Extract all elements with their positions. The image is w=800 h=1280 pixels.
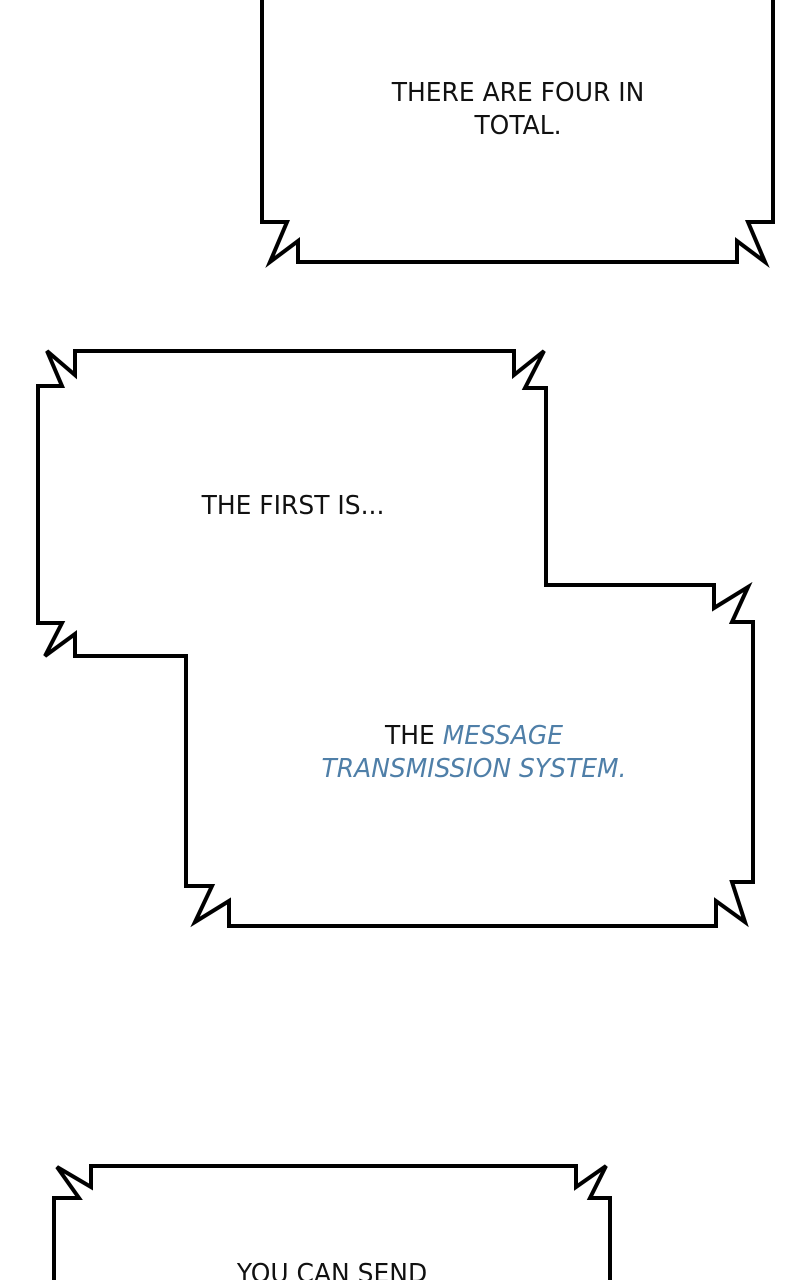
narration-box-2 bbox=[36, 349, 755, 928]
narration-text-2: THE FIRST IS... bbox=[180, 490, 407, 523]
narration-box-3 bbox=[52, 1164, 612, 1280]
highlight-term-part-1: MESSAGE bbox=[442, 721, 564, 751]
narration-line-1: THE MESSAGE bbox=[280, 720, 668, 753]
narration-text-4: YOU CAN SEND bbox=[188, 1258, 476, 1280]
narration-line: THE FIRST IS... bbox=[201, 491, 385, 521]
narration-text-1: THERE ARE FOUR IN TOTAL. bbox=[326, 77, 710, 143]
narration-line-partial: YOU CAN SEND bbox=[236, 1259, 428, 1280]
narration-text-3: THE MESSAGE TRANSMISSION SYSTEM. bbox=[280, 720, 668, 786]
narration-line-2: TOTAL. bbox=[474, 111, 562, 141]
narration-box-1 bbox=[260, 0, 775, 269]
lead-word: THE bbox=[384, 721, 443, 751]
narration-line-1: THERE ARE FOUR IN bbox=[391, 78, 645, 108]
highlight-term-part-2: TRANSMISSION SYSTEM. bbox=[321, 754, 627, 784]
